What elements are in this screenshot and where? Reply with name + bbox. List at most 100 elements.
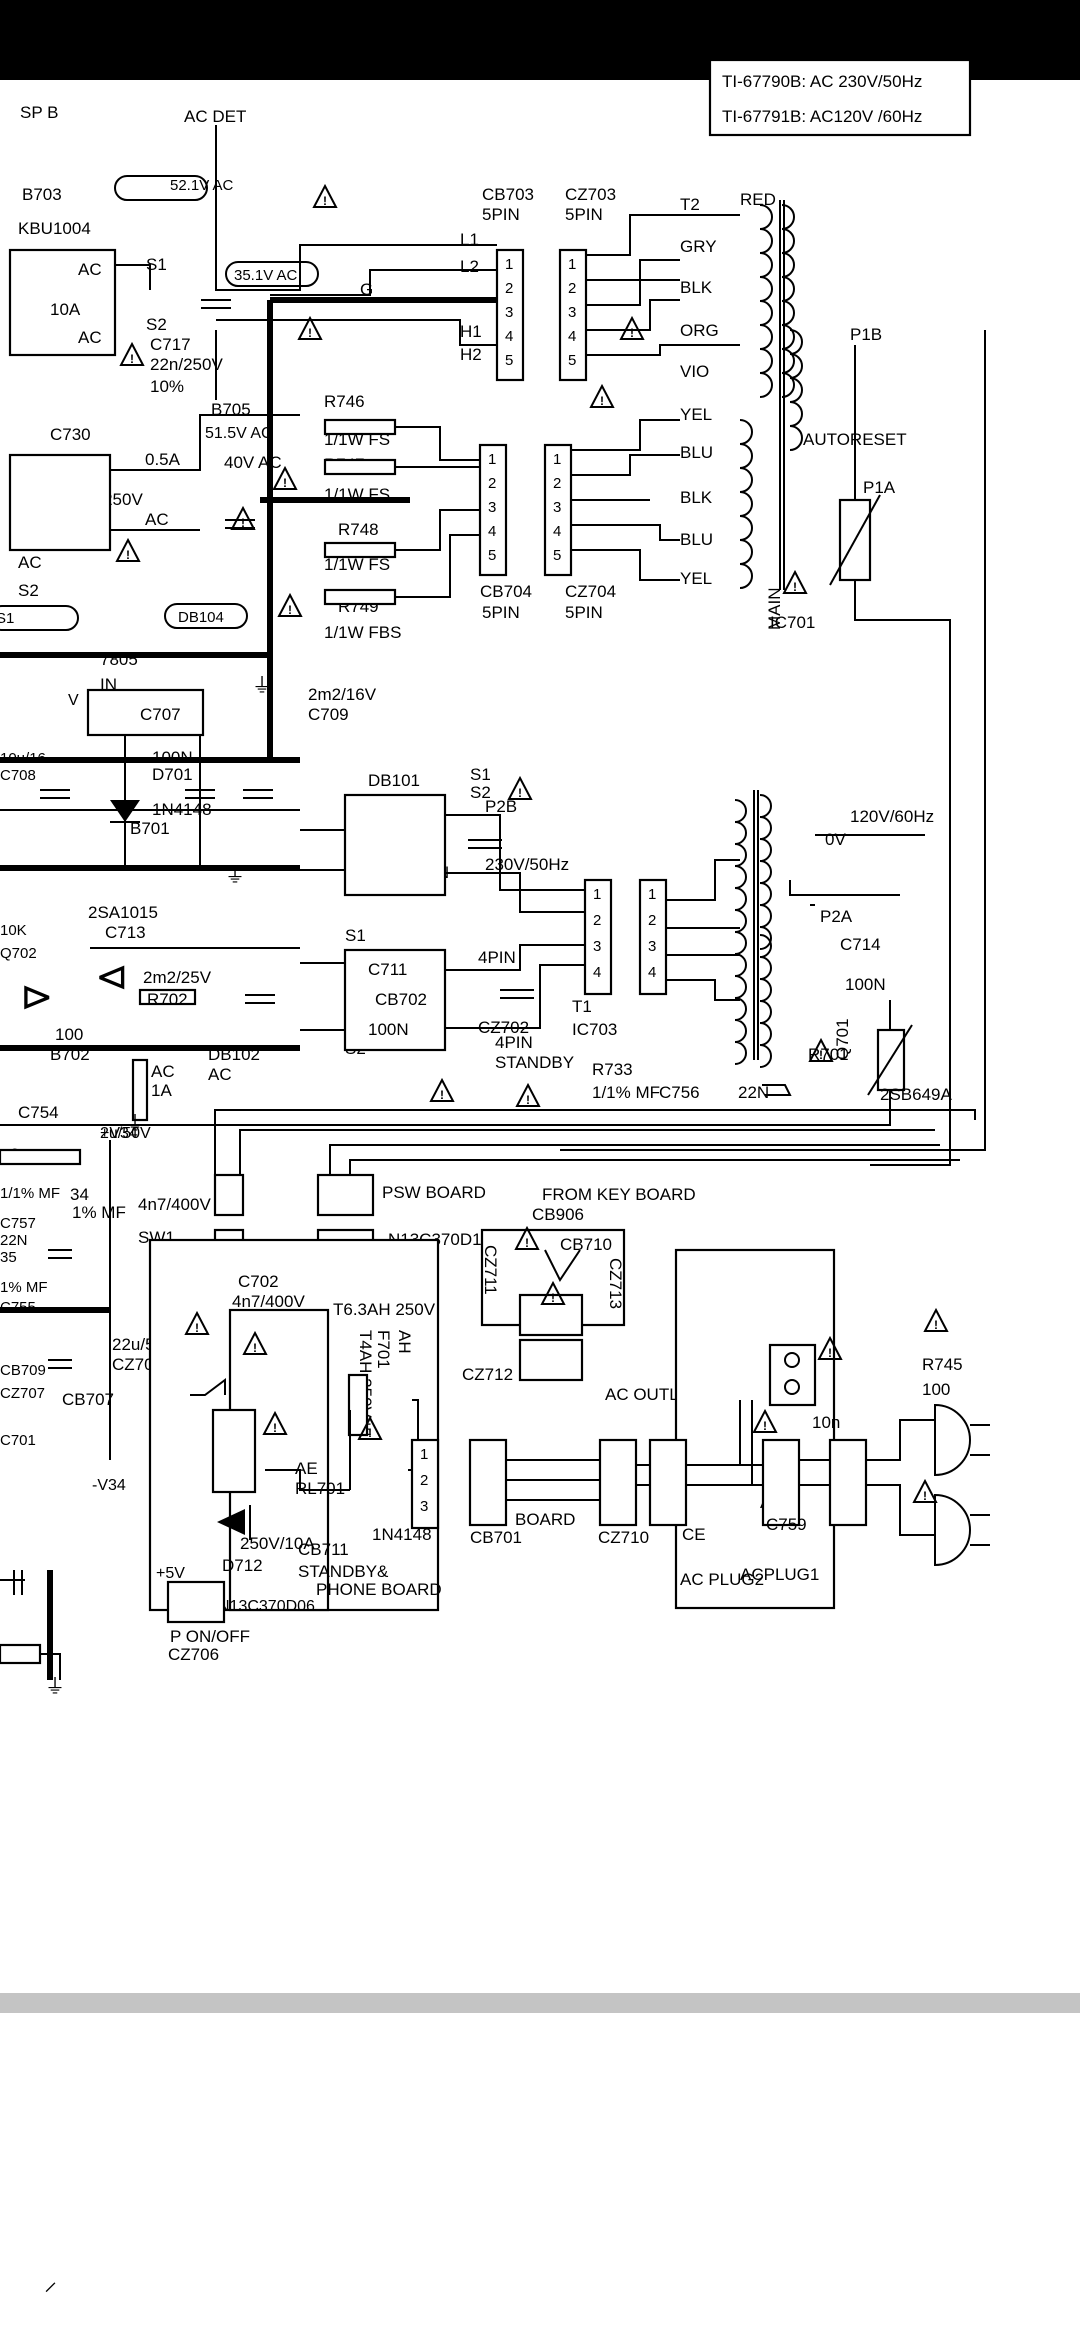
label: T2 bbox=[680, 195, 700, 214]
warning-mark: ! bbox=[288, 603, 292, 617]
pin-number: 5 bbox=[553, 547, 561, 564]
pin-number: 1 bbox=[420, 1446, 428, 1463]
label: 2m2/25V bbox=[143, 968, 212, 987]
wire bbox=[349, 1159, 960, 1175]
wire bbox=[854, 580, 951, 1166]
label: P2A bbox=[820, 907, 853, 926]
label: 100N bbox=[368, 1020, 409, 1039]
label: C707 bbox=[140, 705, 181, 724]
label: T1 bbox=[572, 997, 592, 1016]
label: N13C370D06 bbox=[218, 1598, 315, 1615]
label: PHONE BOARD bbox=[316, 1580, 442, 1599]
warning-mark: ! bbox=[630, 326, 634, 340]
label: AC bbox=[78, 328, 102, 347]
pin-number: 4 bbox=[568, 328, 576, 345]
label: R745 bbox=[922, 1355, 963, 1374]
warning-mark: ! bbox=[308, 326, 312, 340]
label: C709 bbox=[308, 705, 349, 724]
warning-triangle-icon bbox=[357, 1415, 383, 1440]
warning-triangle-icon bbox=[184, 1310, 210, 1335]
resistor bbox=[138, 988, 197, 1006]
label: AC PLUG2 bbox=[680, 1570, 764, 1589]
label: CE bbox=[682, 1525, 706, 1544]
label: RL701 bbox=[295, 1479, 345, 1498]
label: RED bbox=[740, 190, 776, 209]
wire bbox=[544, 1249, 581, 1282]
label: 51.5V AC bbox=[205, 425, 273, 442]
warning-triangle-icon bbox=[115, 537, 141, 562]
label: 5PIN bbox=[565, 603, 603, 622]
warning-mark: ! bbox=[763, 1419, 767, 1433]
outlet-socket bbox=[768, 1343, 817, 1407]
label: 40V AC bbox=[224, 453, 282, 472]
label: YEL bbox=[680, 405, 712, 424]
label: 10u/16 bbox=[0, 750, 46, 767]
label: ACPLUG1 bbox=[740, 1565, 819, 1584]
label: -V34 bbox=[92, 1477, 126, 1494]
label: 1/1W FS bbox=[324, 485, 390, 504]
bridge-rectifier bbox=[343, 793, 447, 897]
ac-plug-1 bbox=[934, 1403, 971, 1477]
resistor bbox=[131, 1058, 149, 1122]
wire bbox=[115, 264, 151, 290]
label: P1A bbox=[863, 478, 896, 497]
wire bbox=[214, 1109, 976, 1175]
bridge-rectifier bbox=[343, 948, 447, 1052]
warning-mark: ! bbox=[526, 1093, 530, 1107]
label: 5PIN bbox=[482, 603, 520, 622]
label: 22n/250V bbox=[150, 355, 223, 374]
connector-cz713 bbox=[518, 1338, 584, 1382]
label: AC bbox=[18, 553, 42, 572]
label: 4n7/400V bbox=[232, 1292, 305, 1311]
label: AC DET bbox=[184, 107, 246, 126]
label: 2u/50V bbox=[100, 1125, 151, 1142]
label: PSW BOARD bbox=[382, 1183, 486, 1202]
label: STANDBY bbox=[495, 1053, 574, 1072]
wire bbox=[571, 454, 680, 476]
label: C708 bbox=[0, 767, 36, 784]
label: SP B bbox=[20, 103, 58, 122]
pin-number: 2 bbox=[505, 280, 513, 297]
label: CB702 bbox=[375, 990, 427, 1009]
label: R746 bbox=[324, 392, 365, 411]
connector-cz707 bbox=[316, 1173, 375, 1217]
label: C756 bbox=[659, 1083, 700, 1102]
label: CZ712 bbox=[462, 1365, 513, 1384]
warning-mark: ! bbox=[241, 516, 245, 530]
wire bbox=[395, 509, 480, 551]
label: C759 bbox=[766, 1515, 807, 1534]
pin-number: 3 bbox=[593, 938, 601, 955]
wire bbox=[571, 549, 680, 581]
warning-triangle-icon bbox=[312, 183, 338, 208]
label: TI-67790B: AC 230V/50Hz bbox=[722, 72, 922, 91]
warning-mark: ! bbox=[440, 1088, 444, 1102]
label: S1 bbox=[470, 765, 491, 784]
warning-mark: ! bbox=[819, 1048, 823, 1062]
wire bbox=[110, 414, 300, 471]
label: +V34 bbox=[100, 1125, 138, 1142]
label: 1/1% MF bbox=[0, 1185, 60, 1202]
label: T6.3AH 250V bbox=[333, 1300, 436, 1319]
transformer-winding bbox=[739, 419, 753, 589]
pin-number: 2 bbox=[553, 475, 561, 492]
label: 2m2/16V bbox=[308, 685, 377, 704]
label: R733 bbox=[592, 1060, 633, 1079]
wire bbox=[0, 1090, 891, 1126]
label: 35 bbox=[0, 1249, 17, 1266]
wire bbox=[586, 344, 740, 356]
label: L2 bbox=[460, 257, 479, 276]
label: C701 bbox=[0, 1432, 36, 1449]
label: C714 bbox=[840, 935, 881, 954]
label: CZ706 bbox=[168, 1645, 219, 1664]
pin-number: 5 bbox=[505, 352, 513, 369]
label: P ON/OFF bbox=[170, 1627, 250, 1646]
label: 10n bbox=[812, 1413, 840, 1432]
warning-triangle-icon bbox=[782, 569, 808, 594]
pin-number: 2 bbox=[488, 475, 496, 492]
label: DB104 bbox=[178, 609, 224, 626]
pin-number: 2 bbox=[648, 912, 656, 929]
warning-mark: ! bbox=[525, 1236, 529, 1250]
connector-cb702 bbox=[583, 878, 613, 996]
transformer-winding bbox=[759, 934, 772, 1068]
